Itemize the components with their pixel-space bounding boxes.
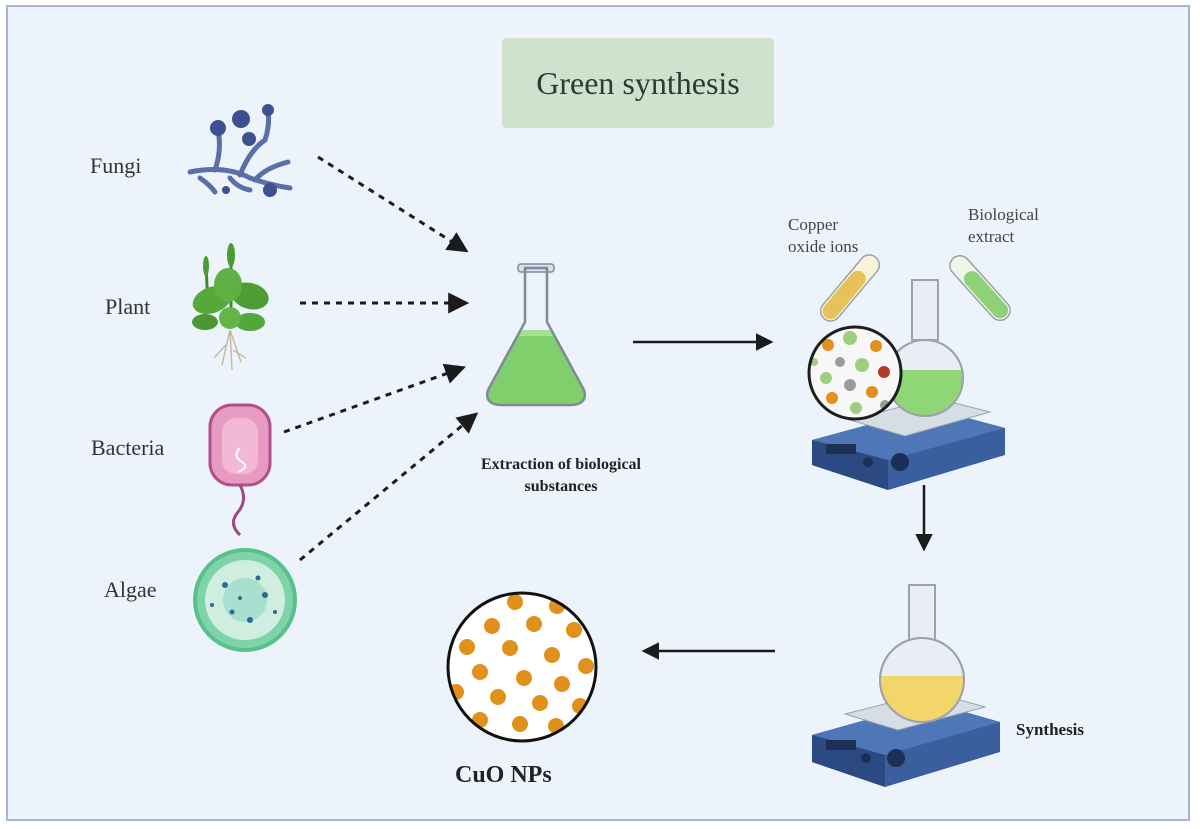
round-flask-synthesis-icon — [879, 584, 965, 723]
label-fungi: Fungi — [90, 153, 142, 178]
mixing-hotplate-icon — [812, 397, 1005, 490]
diagram-title: Green synthesis — [536, 64, 740, 101]
mixture-magnifier-icon — [807, 325, 903, 421]
dotted-arrows — [283, 155, 479, 562]
extraction-label-line1: Extraction of biological — [481, 456, 641, 473]
extraction-label-line2: substances — [524, 478, 598, 495]
product-label: CuO NPs — [455, 762, 552, 788]
round-flask-mixing-icon — [886, 279, 964, 417]
erlenmeyer-flask-icon — [486, 263, 586, 407]
fungi-icon — [187, 104, 293, 197]
arrow-algae — [299, 412, 479, 562]
bacteria-icon — [208, 403, 272, 537]
bio-label-line1: Biological — [968, 205, 1039, 224]
biological-extract-test-tube-icon — [949, 254, 1011, 322]
algae-icon — [193, 548, 297, 652]
copper-ions-label: Copper oxide ions — [788, 214, 858, 258]
extraction-label: Extraction of biological substances — [456, 454, 666, 498]
plant-icon — [192, 243, 269, 371]
title-box: Green synthesis — [502, 38, 774, 128]
arrow-fungi — [317, 155, 469, 253]
label-algae: Algae — [104, 577, 157, 602]
label-bacteria: Bacteria — [91, 435, 165, 460]
bio-label-line2: extract — [968, 227, 1015, 246]
diagram-frame — [6, 5, 1190, 821]
copper-label-line1: Copper — [788, 215, 839, 234]
copper-test-tube-icon — [819, 254, 881, 322]
arrow-bacteria — [283, 363, 466, 434]
biological-extract-label: Biological extract — [968, 204, 1039, 248]
synthesis-hotplate-icon — [812, 691, 1000, 787]
label-plant: Plant — [105, 294, 151, 319]
nanoparticles-icon — [446, 591, 598, 743]
synthesis-label: Synthesis — [1016, 720, 1085, 739]
copper-label-line2: oxide ions — [788, 237, 859, 256]
